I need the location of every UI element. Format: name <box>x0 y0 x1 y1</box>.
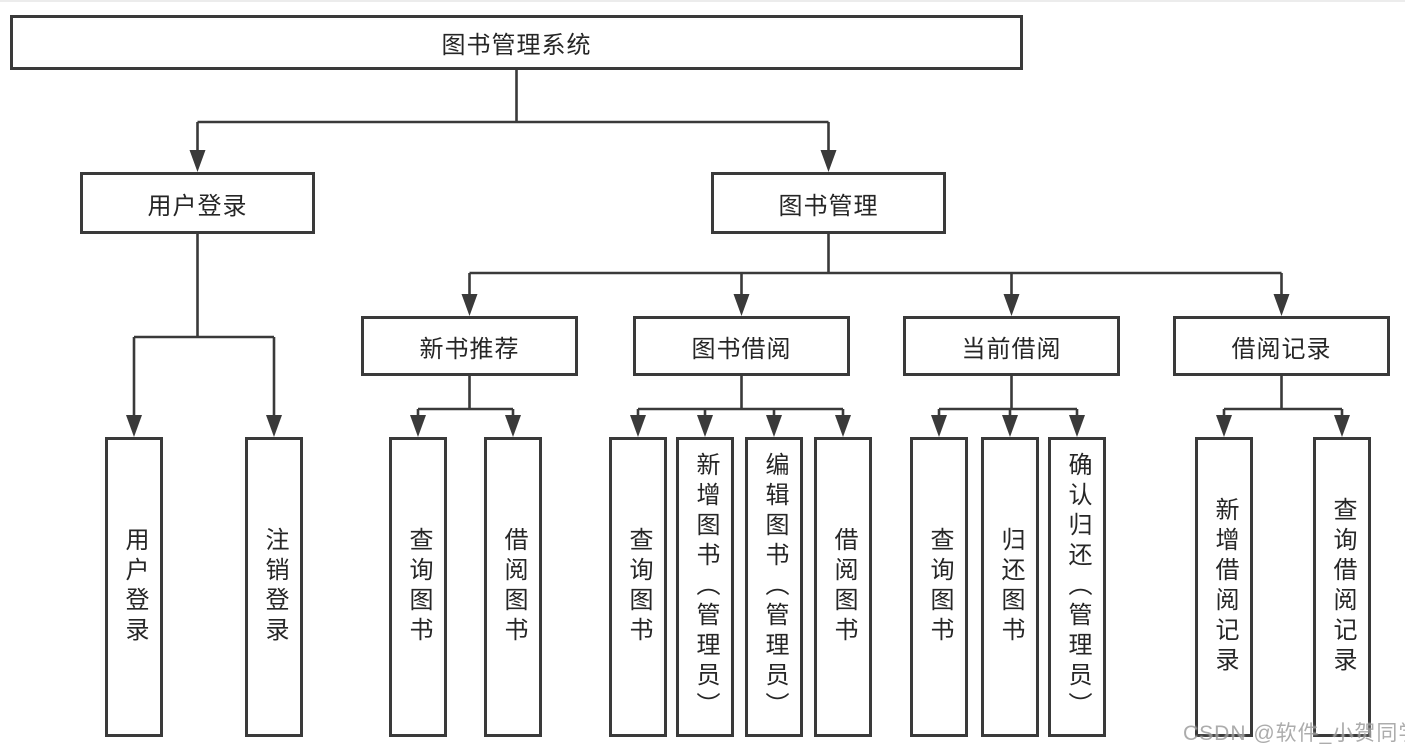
node-new-book-recommendation: 新书推荐 <box>361 316 578 376</box>
arrowhead-icon <box>410 415 426 437</box>
node-leaf-logout: 注销登录 <box>245 437 303 737</box>
connector-current-to-leaves <box>937 376 1079 416</box>
node-leaf-confirm-return-admin: 确认归还（管理员） <box>1048 437 1106 737</box>
node-book-borrowing: 图书借阅 <box>633 316 850 376</box>
connector-newrec-to-leaves <box>416 376 515 416</box>
node-leaf-query-borrow-record: 查询借阅记录 <box>1313 437 1371 737</box>
arrowhead-icon <box>1003 294 1020 316</box>
arrowhead-icon <box>697 415 713 437</box>
arrowhead-icon <box>630 415 646 437</box>
node-label: 查询图书 <box>625 527 652 647</box>
node-leaf-borrow-books-1: 借阅图书 <box>484 437 542 737</box>
arrowhead-icon <box>189 150 206 172</box>
arrowhead-icon <box>766 415 782 437</box>
arrowhead-icon <box>733 294 750 316</box>
node-leaf-query-books-1: 查询图书 <box>389 437 447 737</box>
node-label: 借阅图书 <box>500 527 527 647</box>
arrowhead-icon <box>126 415 142 437</box>
arrowhead-icon <box>266 415 282 437</box>
node-leaf-query-books-3: 查询图书 <box>910 437 968 737</box>
node-label: 编辑图书（管理员） <box>761 452 788 722</box>
node-library-management-system: 图书管理系统 <box>10 15 1023 70</box>
csdn-watermark: CSDN @软件_小贺同学 <box>1183 722 1405 745</box>
arrowhead-icon <box>820 150 837 172</box>
node-label: 图书借阅 <box>691 335 792 363</box>
arrowhead-icon <box>1216 415 1232 437</box>
arrowhead-icon <box>1002 415 1018 437</box>
connector-root-to-level2 <box>196 70 830 151</box>
node-label: 归还图书 <box>997 527 1024 647</box>
node-leaf-add-borrow-record: 新增借阅记录 <box>1195 437 1253 737</box>
node-leaf-return-books: 归还图书 <box>981 437 1039 737</box>
arrowhead-icon <box>1069 415 1085 437</box>
node-label: 注销登录 <box>261 527 288 647</box>
node-label: 当前借阅 <box>961 335 1062 363</box>
node-label: 用户登录 <box>147 192 248 220</box>
node-borrowing-records: 借阅记录 <box>1173 316 1390 376</box>
arrowhead-icon <box>461 294 478 316</box>
arrowheads <box>126 150 1350 437</box>
arrowhead-icon <box>1273 294 1290 316</box>
connector-records-to-leaves <box>1222 376 1344 416</box>
node-label: 查询借阅记录 <box>1329 497 1356 677</box>
node-label: 确认归还（管理员） <box>1064 452 1091 722</box>
arrowhead-icon <box>835 415 851 437</box>
node-current-borrowing: 当前借阅 <box>903 316 1120 376</box>
node-label: 图书管理系统 <box>441 32 592 59</box>
node-label: 新增借阅记录 <box>1211 497 1238 677</box>
node-leaf-query-books-2: 查询图书 <box>609 437 667 737</box>
node-label: 查询图书 <box>405 527 432 647</box>
node-user-login: 用户登录 <box>80 172 315 234</box>
node-label: 图书管理 <box>778 192 879 220</box>
arrowhead-icon <box>505 415 521 437</box>
connector-borrow-to-leaves <box>636 376 845 416</box>
arrowhead-icon <box>1334 415 1350 437</box>
node-leaf-edit-books-admin: 编辑图书（管理员） <box>745 437 803 737</box>
connector-mgmt-to-level3 <box>468 234 1283 295</box>
node-leaf-add-books-admin: 新增图书（管理员） <box>676 437 734 737</box>
node-label: 新增图书（管理员） <box>692 452 719 722</box>
connector-paths <box>132 70 1344 416</box>
node-leaf-user-login: 用户登录 <box>105 437 163 737</box>
node-book-management: 图书管理 <box>711 172 946 234</box>
node-label: 借阅记录 <box>1231 335 1332 363</box>
node-leaf-borrow-books-2: 借阅图书 <box>814 437 872 737</box>
node-label: 用户登录 <box>121 527 148 647</box>
arrowhead-icon <box>931 415 947 437</box>
node-label: 查询图书 <box>926 527 953 647</box>
connector-login-to-leaves <box>132 234 276 416</box>
node-label: 新书推荐 <box>419 335 520 363</box>
node-label: 借阅图书 <box>830 527 857 647</box>
